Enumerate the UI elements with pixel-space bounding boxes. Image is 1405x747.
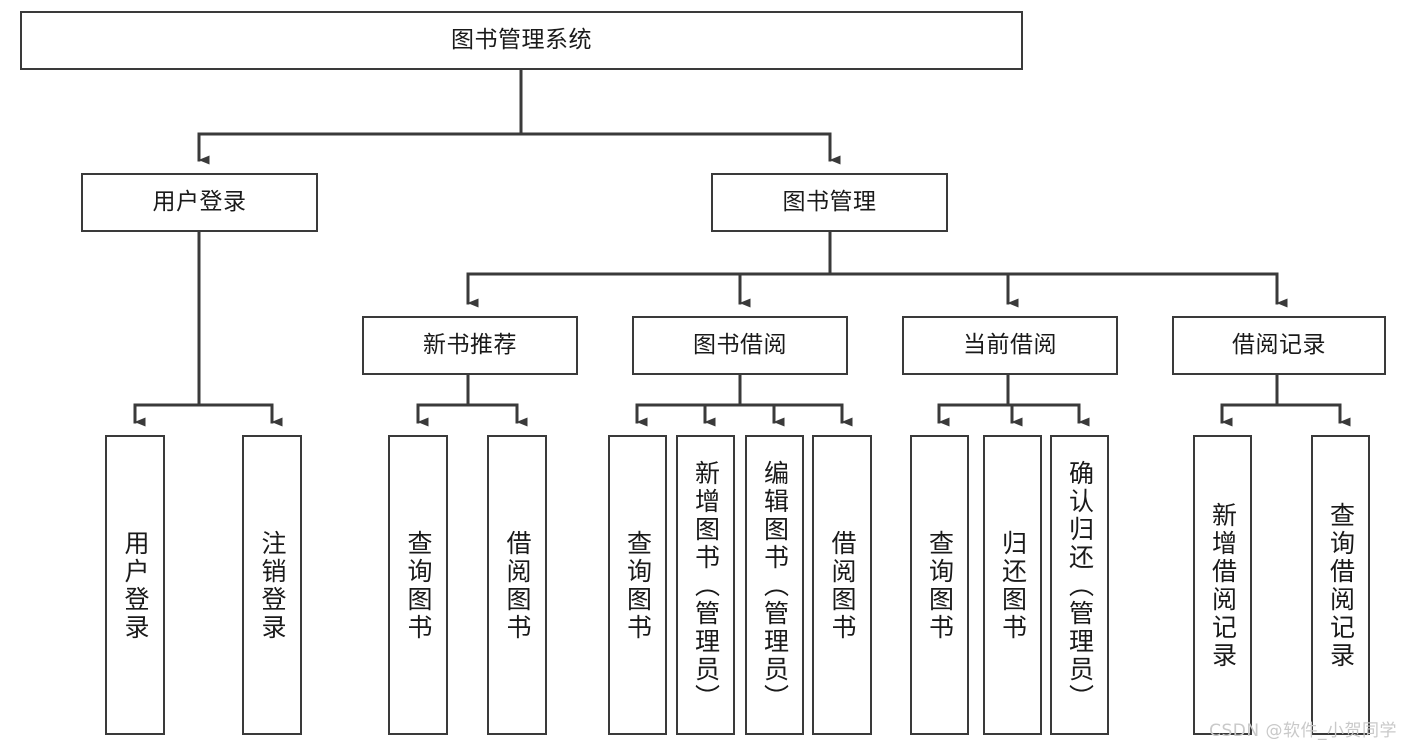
node-leaf-query-record-label: 查询借阅记录	[1326, 502, 1356, 670]
node-book-borrow[interactable]: 图书借阅	[632, 316, 848, 375]
node-leaf-query-book-2[interactable]: 查询图书	[608, 435, 667, 735]
node-leaf-return-book[interactable]: 归还图书	[983, 435, 1042, 735]
node-leaf-confirm-return-label: 确认归还（管理员）	[1065, 460, 1095, 712]
node-book-borrow-label: 图书借阅	[693, 332, 787, 359]
node-leaf-logout-label: 注销登录	[258, 530, 287, 642]
node-leaf-add-record-label: 新增借阅记录	[1208, 502, 1238, 670]
node-root[interactable]: 图书管理系统	[20, 11, 1023, 70]
node-leaf-confirm-return[interactable]: 确认归还（管理员）	[1050, 435, 1109, 735]
node-leaf-borrow-book-1-label: 借阅图书	[503, 530, 532, 642]
node-new-book-rec[interactable]: 新书推荐	[362, 316, 578, 375]
node-current-borrow-label: 当前借阅	[963, 332, 1057, 359]
node-leaf-edit-book[interactable]: 编辑图书（管理员）	[745, 435, 804, 735]
node-leaf-borrow-book-2[interactable]: 借阅图书	[812, 435, 872, 735]
node-leaf-return-book-label: 归还图书	[998, 530, 1028, 642]
node-leaf-add-book-label: 新增图书（管理员）	[691, 460, 721, 712]
node-leaf-edit-book-label: 编辑图书（管理员）	[760, 460, 790, 712]
node-leaf-add-book[interactable]: 新增图书（管理员）	[676, 435, 735, 735]
node-leaf-user-login[interactable]: 用户登录	[105, 435, 165, 735]
node-user-login-label: 用户登录	[152, 189, 247, 216]
node-borrow-record-label: 借阅记录	[1232, 332, 1326, 359]
node-book-manage[interactable]: 图书管理	[711, 173, 948, 232]
node-leaf-query-book-3-label: 查询图书	[925, 530, 955, 642]
node-borrow-record[interactable]: 借阅记录	[1172, 316, 1386, 375]
node-leaf-query-record[interactable]: 查询借阅记录	[1311, 435, 1370, 735]
node-leaf-query-book-3[interactable]: 查询图书	[910, 435, 969, 735]
node-leaf-borrow-book-2-label: 借阅图书	[828, 530, 857, 642]
node-leaf-query-book-2-label: 查询图书	[623, 530, 653, 642]
node-leaf-logout[interactable]: 注销登录	[242, 435, 302, 735]
node-root-label: 图书管理系统	[451, 27, 592, 54]
node-current-borrow[interactable]: 当前借阅	[902, 316, 1118, 375]
node-book-manage-label: 图书管理	[782, 189, 877, 216]
node-leaf-query-book-1[interactable]: 查询图书	[388, 435, 448, 735]
node-new-book-rec-label: 新书推荐	[423, 332, 517, 359]
node-leaf-borrow-book-1[interactable]: 借阅图书	[487, 435, 547, 735]
node-leaf-user-login-label: 用户登录	[121, 530, 150, 642]
node-user-login[interactable]: 用户登录	[81, 173, 318, 232]
node-leaf-add-record[interactable]: 新增借阅记录	[1193, 435, 1252, 735]
node-leaf-query-book-1-label: 查询图书	[404, 530, 433, 642]
